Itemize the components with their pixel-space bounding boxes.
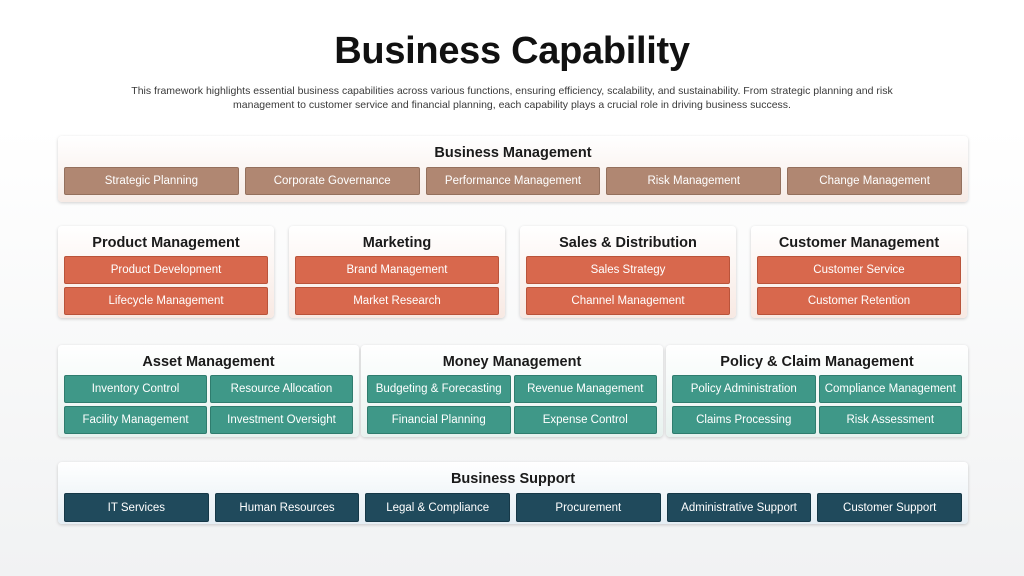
capability-change-management[interactable]: Change Management [787, 167, 962, 195]
capability-policy-administration[interactable]: Policy Administration [672, 375, 816, 403]
business-support-panel: Business Support IT Services Human Resou… [58, 462, 968, 524]
marketing-title: Marketing [362, 235, 432, 251]
asset-management-title: Asset Management [142, 354, 275, 370]
capability-sales-strategy[interactable]: Sales Strategy [526, 256, 730, 284]
capability-customer-support[interactable]: Customer Support [817, 493, 963, 522]
capability-customer-service[interactable]: Customer Service [757, 256, 961, 284]
product-management-title: Product Management [92, 235, 240, 251]
policy-claim-management-title: Policy & Claim Management [720, 354, 914, 370]
capability-strategic-planning[interactable]: Strategic Planning [64, 167, 239, 195]
policy-claim-management-panel: Policy & Claim Management Policy Adminis… [666, 345, 968, 437]
capability-customer-retention[interactable]: Customer Retention [757, 287, 961, 315]
capability-performance-management[interactable]: Performance Management [425, 167, 601, 195]
business-management-items: Strategic Planning Corporate Governance … [64, 167, 962, 195]
capability-compliance-management[interactable]: Compliance Management [818, 375, 962, 403]
page-subtitle: This framework highlights essential busi… [131, 85, 893, 111]
capability-financial-planning[interactable]: Financial Planning [367, 406, 511, 434]
capability-budgeting-forecasting[interactable]: Budgeting & Forecasting [367, 375, 511, 403]
business-support-title: Business Support [450, 471, 576, 487]
money-management-title: Money Management [442, 354, 582, 370]
capability-inventory-control[interactable]: Inventory Control [64, 375, 207, 403]
capability-resource-allocation[interactable]: Resource Allocation [210, 375, 353, 403]
capability-brand-management[interactable]: Brand Management [295, 256, 499, 284]
business-support-items: IT Services Human Resources Legal & Comp… [64, 493, 963, 522]
capability-revenue-management[interactable]: Revenue Management [513, 375, 657, 403]
capability-channel-management[interactable]: Channel Management [526, 287, 730, 315]
capability-investment-oversight[interactable]: Investment Oversight [210, 406, 353, 434]
customer-management-panel: Customer Management Customer Service Cus… [751, 226, 967, 318]
capability-corporate-governance[interactable]: Corporate Governance [244, 167, 420, 195]
business-management-title: Business Management [434, 145, 592, 161]
capability-it-services[interactable]: IT Services [64, 493, 209, 522]
capability-facility-management[interactable]: Facility Management [64, 406, 207, 434]
capability-market-research[interactable]: Market Research [295, 287, 499, 315]
sales-distribution-title: Sales & Distribution [559, 235, 697, 251]
marketing-panel: Marketing Brand Management Market Resear… [289, 226, 505, 318]
capability-human-resources[interactable]: Human Resources [214, 493, 360, 522]
capability-product-development[interactable]: Product Development [64, 256, 268, 284]
capability-procurement[interactable]: Procurement [516, 493, 661, 522]
page-title: Business Capability [334, 30, 690, 72]
capability-legal-compliance[interactable]: Legal & Compliance [365, 493, 511, 522]
capability-administrative-support[interactable]: Administrative Support [666, 493, 812, 522]
capability-lifecycle-management[interactable]: Lifecycle Management [64, 287, 268, 315]
money-management-panel: Money Management Budgeting & Forecasting… [361, 345, 663, 437]
capability-claims-processing[interactable]: Claims Processing [672, 406, 816, 434]
capability-expense-control[interactable]: Expense Control [513, 406, 657, 434]
customer-management-title: Customer Management [778, 235, 940, 251]
product-management-panel: Product Management Product Development L… [58, 226, 274, 318]
sales-distribution-panel: Sales & Distribution Sales Strategy Chan… [520, 226, 736, 318]
capability-risk-assessment[interactable]: Risk Assessment [818, 406, 962, 434]
asset-management-panel: Asset Management Inventory Control Resou… [58, 345, 359, 437]
business-management-panel: Business Management Strategic Planning C… [58, 136, 968, 202]
capability-risk-management[interactable]: Risk Management [606, 167, 782, 195]
